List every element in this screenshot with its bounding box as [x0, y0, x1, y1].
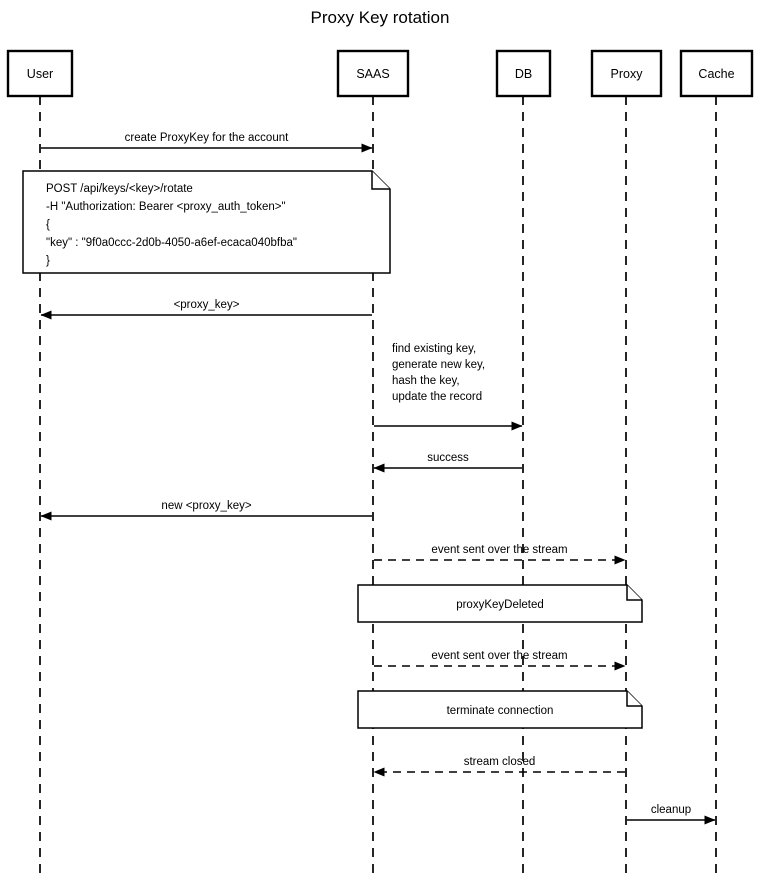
self-note-line-1: generate new key,	[392, 359, 485, 371]
actor-label-saas: SAAS	[356, 67, 389, 81]
message-m4: success	[373, 452, 522, 473]
actor-label-proxy: Proxy	[611, 67, 644, 81]
note-line-request-note-0: POST /api/keys/<key>/rotate	[46, 183, 193, 195]
messages-layer: create ProxyKey for the account <proxy_ke…	[40, 132, 716, 825]
self-note-line-2: hash the key,	[392, 375, 460, 387]
note-body-proxy-key-deleted-note	[357, 584, 643, 623]
note-fold-corner-terminate-connection-note	[626, 691, 642, 707]
message-m2: <proxy_key>	[40, 299, 372, 320]
actor-label-cache: Cache	[698, 67, 734, 81]
self-note-line-3: update the record	[392, 391, 482, 403]
message-label-m4: success	[427, 452, 469, 464]
self-note-layer: find existing key, generate new key, hash …	[392, 343, 485, 403]
actor-label-user: User	[27, 67, 53, 81]
note-fold-corner-request-note	[371, 171, 390, 190]
actor-saas[interactable]: SAAS	[336, 49, 410, 98]
actor-box-user	[6, 49, 74, 98]
note-line-proxy-key-deleted-note-0: proxyKeyDeleted	[456, 599, 544, 611]
actor-box-db	[495, 49, 552, 98]
note-line-terminate-connection-note-0: terminate connection	[447, 705, 554, 717]
actor-user[interactable]: User	[6, 49, 74, 98]
message-label-m5: new <proxy_key>	[161, 500, 251, 512]
actor-box-cache	[679, 49, 754, 98]
actor-box-saas	[336, 49, 410, 98]
message-label-m8: stream closed	[464, 756, 536, 768]
actor-db[interactable]: DB	[495, 49, 552, 98]
note-terminate-connection-note: terminate connection	[357, 690, 643, 729]
note-line-request-note-2: {	[46, 219, 50, 231]
note-request-note: POST /api/keys/<key>/rotate -H "Authoriza…	[22, 170, 391, 274]
message-m6: event sent over the stream	[374, 544, 626, 565]
note-body-terminate-connection-note	[357, 690, 643, 729]
page-title: Proxy Key rotation	[311, 8, 450, 27]
actors-layer: User SAAS DB Proxy Cache	[6, 49, 754, 98]
note-proxy-key-deleted-note: proxyKeyDeleted	[357, 584, 643, 623]
note-fold-corner-proxy-key-deleted-note	[626, 585, 642, 601]
actor-proxy[interactable]: Proxy	[590, 49, 663, 98]
actor-box-proxy	[590, 49, 663, 98]
message-m5: new <proxy_key>	[40, 500, 372, 521]
note-line-request-note-3: "key" : "9f0a0ccc-2d0b-4050-a6ef-ecaca04…	[46, 237, 297, 249]
message-label-m9: cleanup	[651, 804, 691, 816]
message-m8: stream closed	[373, 756, 625, 777]
notes-layer: POST /api/keys/<key>/rotate -H "Authoriza…	[22, 170, 643, 729]
message-label-m2: <proxy_key>	[174, 299, 240, 311]
self-note-line-0: find existing key,	[392, 343, 476, 355]
message-label-m1: create ProxyKey for the account	[125, 132, 289, 144]
message-m1: create ProxyKey for the account	[41, 132, 373, 153]
actor-label-db: DB	[515, 67, 532, 81]
note-body-request-note	[22, 170, 391, 274]
message-label-m6: event sent over the stream	[431, 544, 567, 556]
message-m7: event sent over the stream	[374, 650, 626, 671]
note-line-request-note-1: -H "Authorization: Bearer <proxy_auth_to…	[46, 201, 286, 213]
actor-cache[interactable]: Cache	[679, 49, 754, 98]
message-label-m7: event sent over the stream	[431, 650, 567, 662]
note-line-request-note-4: }	[46, 255, 50, 267]
message-m9: cleanup	[627, 804, 716, 825]
